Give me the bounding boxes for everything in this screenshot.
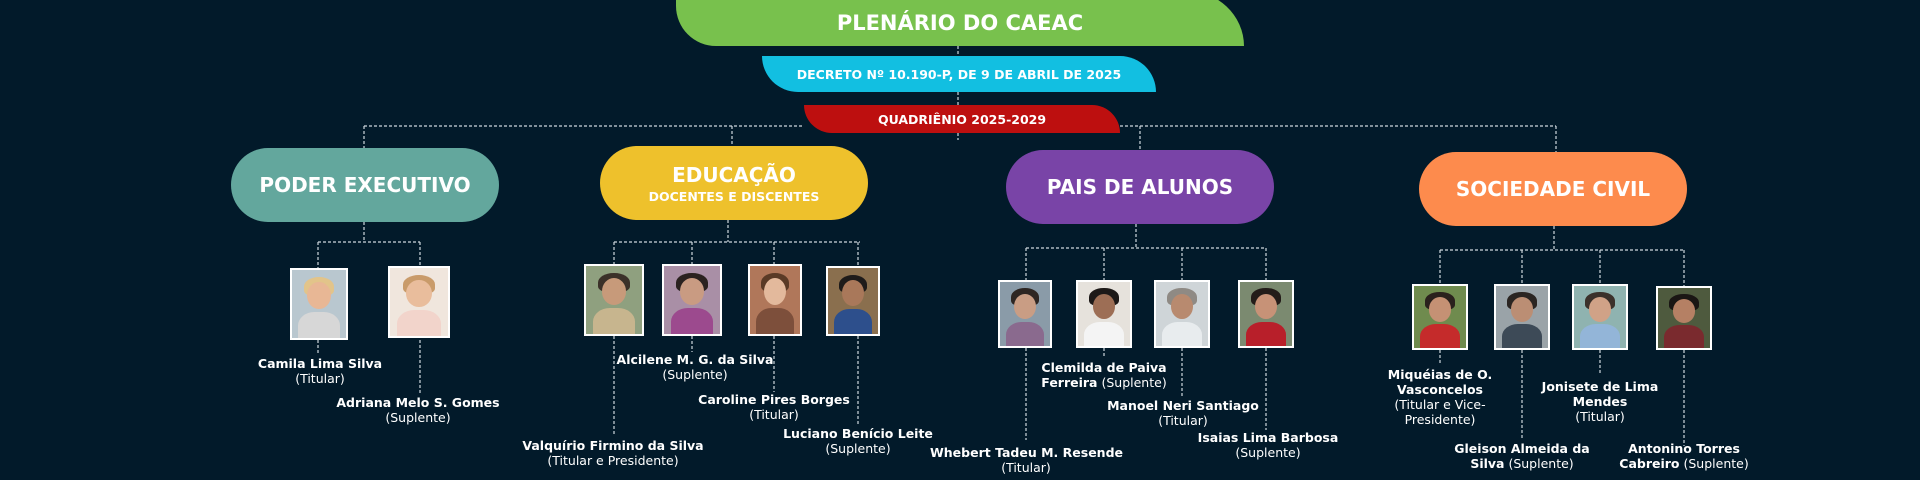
member-photo-adriana (388, 266, 450, 338)
group-poder-executivo: PODER EXECUTIVO (231, 148, 499, 222)
member-photo-whebert (998, 280, 1052, 348)
member-miqueias: Miquéias de O. Vasconcelos (Titular e Vi… (1378, 367, 1502, 427)
member-role: (Titular) (1575, 409, 1625, 424)
member-role: (Suplente) (1508, 456, 1574, 471)
member-photo-caroline (748, 264, 802, 336)
member-name-line1: Clemilda de Paiva (1041, 360, 1167, 375)
group-educacao: EDUCAÇÃO DOCENTES E DISCENTES (600, 146, 868, 220)
member-name: Isaias Lima Barbosa (1197, 430, 1339, 445)
member-name: Alcilene M. G. da Silva (616, 352, 774, 367)
educacao-connector (613, 220, 860, 435)
member-role: (Titular) (1001, 460, 1051, 475)
member-name-line1: Gleison Almeida da (1454, 441, 1590, 456)
member-role: (Suplente) (1683, 456, 1749, 471)
member-name: Valquírio Firmino da Silva (522, 438, 704, 453)
member-photo-jonisete (1572, 284, 1628, 350)
member-photo-miqueias (1412, 284, 1468, 350)
member-role: (Suplente) (385, 410, 451, 425)
member-name-line1: Antonino Torres (1628, 441, 1740, 456)
sociedade-connector (1439, 226, 1685, 446)
member-name: Adriana Melo S. Gomes (336, 395, 500, 410)
member-name: Manoel Neri Santiago (1107, 398, 1259, 413)
group-title: PODER EXECUTIVO (259, 173, 471, 197)
member-role: (Suplente) (1235, 445, 1301, 460)
member-name-line2: Mendes (1572, 394, 1628, 409)
member-manoel: Manoel Neri Santiago (Titular) (1100, 398, 1266, 428)
member-name-line1: Jonisete de Lima (1541, 379, 1659, 394)
member-clemilda: Clemilda de Paiva Ferreira (Suplente) (1030, 360, 1178, 390)
member-role-line2: Presidente) (1404, 412, 1476, 427)
member-name-line2: Vasconcelos (1397, 382, 1483, 397)
period-text: QUADRIÊNIO 2025-2029 (877, 111, 1047, 127)
group-sociedade-civil: SOCIEDADE CIVIL (1419, 152, 1687, 226)
group-title: SOCIEDADE CIVIL (1455, 177, 1651, 201)
bus-drops (363, 126, 1557, 152)
member-photo-antonino (1656, 286, 1712, 350)
member-role: (Titular e Presidente) (547, 453, 679, 468)
member-camila: Camila Lima Silva (Titular) (238, 356, 402, 386)
member-role: (Titular) (1158, 413, 1208, 428)
member-name-line1: Miquéias de O. (1387, 367, 1493, 382)
member-antonino: Antonino Torres Cabreiro (Suplente) (1616, 441, 1752, 471)
executivo-connector (317, 222, 421, 395)
member-name-line2: Ferreira (1041, 375, 1098, 390)
group-title: EDUCAÇÃO (672, 162, 796, 187)
member-name: Camila Lima Silva (257, 356, 383, 371)
member-whebert: Whebert Tadeu M. Resende (Titular) (930, 445, 1123, 475)
plenary-title: PLENÁRIO DO CAEAC (836, 11, 1084, 35)
member-name-line2: Cabreiro (1619, 456, 1680, 471)
member-role: (Suplente) (662, 367, 728, 382)
member-photo-luciano (826, 266, 880, 336)
member-luciano: Luciano Benício Leite (Suplente) (772, 426, 944, 456)
group-subtitle: DOCENTES E DISCENTES (648, 188, 820, 204)
member-isaias: Isaias Lima Barbosa (Suplente) (1188, 430, 1348, 460)
member-name: Whebert Tadeu M. Resende (930, 445, 1123, 460)
member-gleison: Gleison Almeida da Silva (Suplente) (1452, 441, 1592, 471)
member-photo-gleison (1494, 284, 1550, 350)
member-photo-camila (290, 268, 348, 340)
pais-connector (1025, 224, 1267, 440)
member-caroline: Caroline Pires Borges (Titular) (688, 392, 860, 422)
member-alcilene: Alcilene M. G. da Silva (Suplente) (610, 352, 780, 382)
plenary-title-banner: PLENÁRIO DO CAEAC (676, 0, 1244, 46)
member-name-line2: Silva (1470, 456, 1505, 471)
member-photo-isaias (1238, 280, 1294, 348)
group-pais-de-alunos: PAIS DE ALUNOS (1006, 150, 1274, 224)
member-role: (Titular) (749, 407, 799, 422)
member-role-line1: (Titular e Vice- (1394, 397, 1486, 412)
decree-banner: DECRETO Nº 10.190-P, DE 9 DE ABRIL DE 20… (762, 56, 1156, 92)
member-name: Luciano Benício Leite (783, 426, 933, 441)
member-adriana: Adriana Melo S. Gomes (Suplente) (330, 395, 506, 425)
member-photo-valquirio (584, 264, 644, 336)
member-photo-clemilda (1076, 280, 1132, 348)
member-role: (Suplente) (825, 441, 891, 456)
member-role: (Suplente) (1101, 375, 1167, 390)
member-jonisete: Jonisete de Lima Mendes (Titular) (1530, 379, 1670, 424)
period-banner: QUADRIÊNIO 2025-2029 (804, 105, 1120, 133)
member-photo-alcilene (662, 264, 722, 336)
group-title: PAIS DE ALUNOS (1046, 175, 1234, 199)
member-valquirio: Valquírio Firmino da Silva (Titular e Pr… (518, 438, 708, 468)
decree-text: DECRETO Nº 10.190-P, DE 9 DE ABRIL DE 20… (796, 66, 1122, 82)
member-photo-manoel (1154, 280, 1210, 348)
member-name: Caroline Pires Borges (698, 392, 850, 407)
member-role: (Titular) (295, 371, 345, 386)
